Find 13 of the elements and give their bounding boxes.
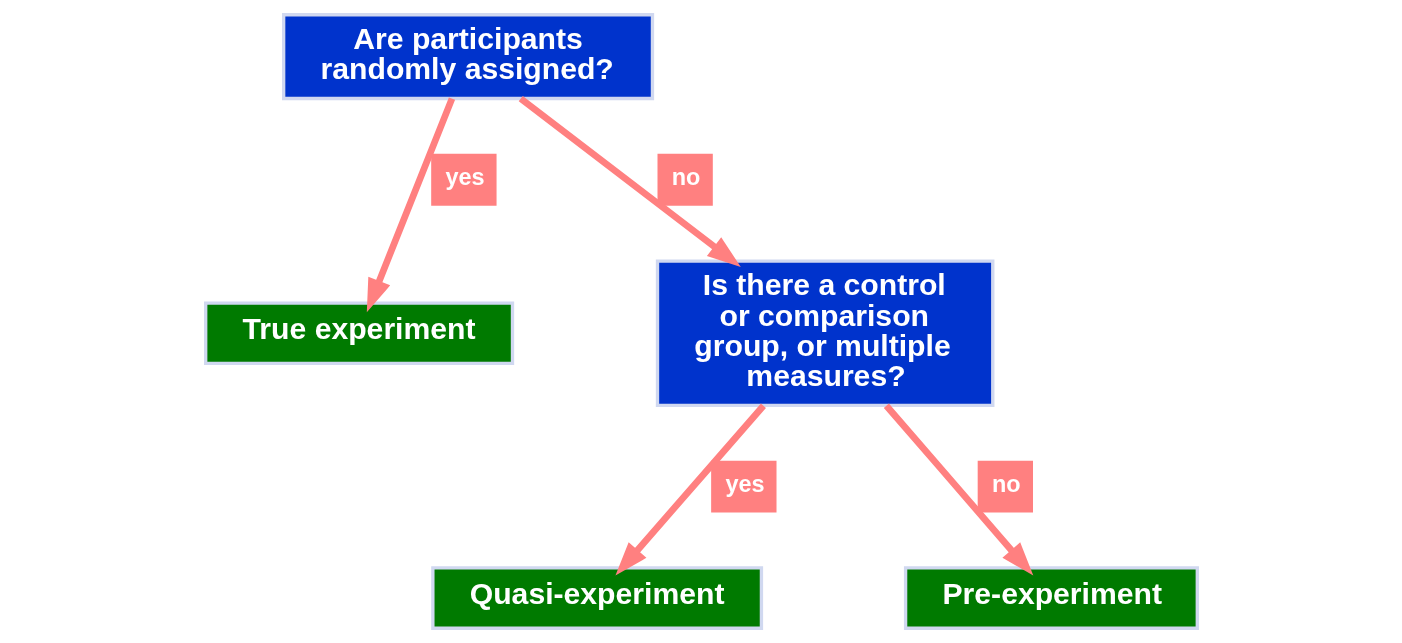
edge-label: no [671,164,700,191]
arrow [883,403,1033,576]
node-box: True experiment [203,301,514,366]
node-box: Quasi-experiment [430,566,763,630]
node-box: Pre-experiment [903,566,1199,630]
arrow [518,95,741,267]
arrow [366,97,455,313]
edge-label: no [991,470,1021,497]
node-box: Is there a control or comparison group, or multiple measures? [655,259,994,407]
edge-label: yes [444,164,485,191]
arrow [614,403,766,576]
node-box: Are participants randomly assigned? [281,13,654,101]
edge-label: yes [724,470,765,497]
